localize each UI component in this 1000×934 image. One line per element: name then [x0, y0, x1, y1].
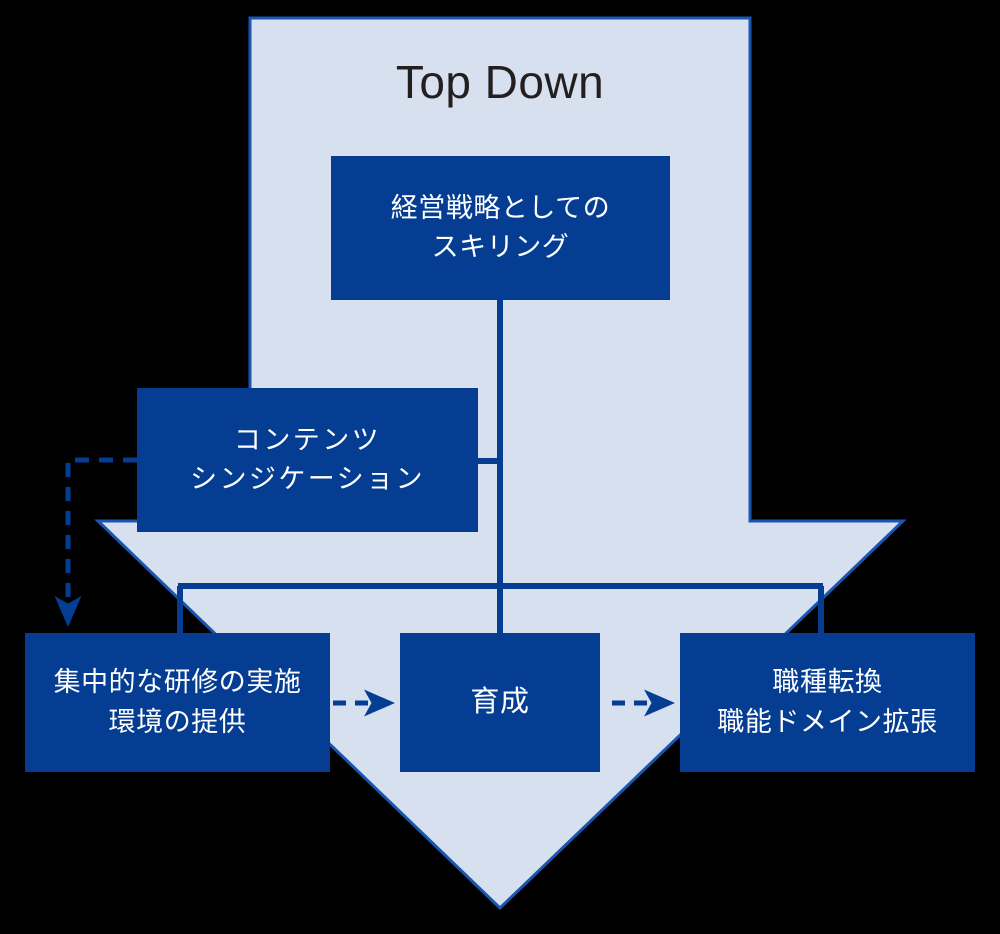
- node-content-syndication-line-2: シンジケーション: [190, 464, 425, 494]
- node-content-syndication[interactable]: コンテンツ シンジケーション: [137, 388, 478, 532]
- node-job-change-line-1: 職種転換: [772, 667, 883, 698]
- node-intensive-training[interactable]: 集中的な研修の実施 環境の提供: [25, 633, 330, 772]
- node-strategy-line-2: スキリング: [431, 232, 570, 262]
- node-development-line-1: 育成: [470, 686, 530, 719]
- node-job-change[interactable]: 職種転換 職能ドメイン拡張: [680, 633, 975, 772]
- node-intensive-training-line-1: 集中的な研修の実施: [53, 667, 302, 698]
- node-job-change-line-2: 職能ドメイン拡張: [717, 706, 938, 737]
- page-title: Top Down: [395, 56, 605, 108]
- node-content-syndication-line-1: コンテンツ: [233, 424, 382, 455]
- dashed-arrow-syndication-to-training: [54, 457, 137, 628]
- node-strategy-line-1: 経営戦略としての: [390, 192, 611, 223]
- node-strategy[interactable]: 経営戦略としての スキリング: [331, 156, 670, 300]
- node-development[interactable]: 育成: [400, 633, 600, 772]
- node-intensive-training-line-2: 環境の提供: [108, 706, 247, 737]
